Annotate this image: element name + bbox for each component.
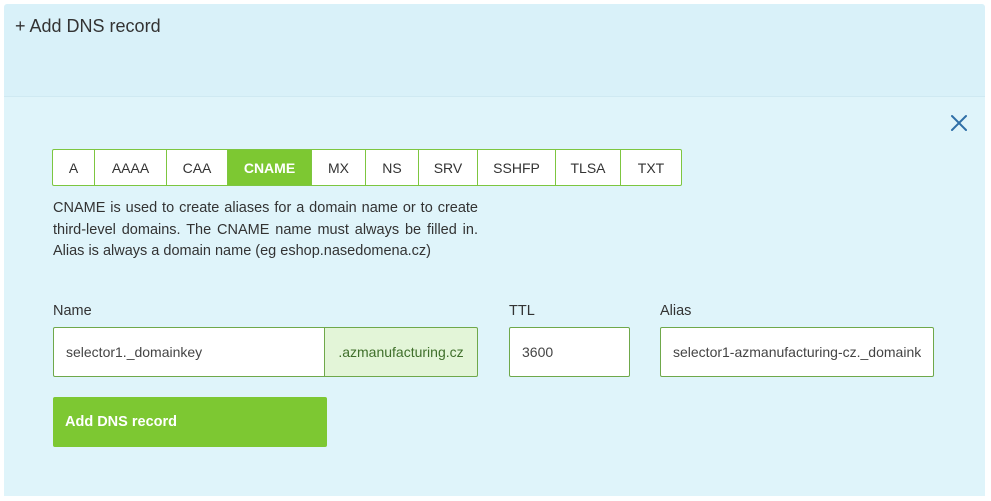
close-icon: [951, 115, 967, 131]
dns-record-form: A AAAA CAA CNAME MX NS SRV SSHFP TLSA TX…: [4, 96, 985, 496]
record-type-tabs: A AAAA CAA CNAME MX NS SRV SSHFP TLSA TX…: [52, 149, 682, 186]
alias-input[interactable]: [660, 327, 934, 377]
ttl-label: TTL: [509, 303, 535, 319]
tab-aaaa[interactable]: AAAA: [95, 150, 167, 185]
tab-srv[interactable]: SRV: [419, 150, 478, 185]
add-dns-record-button[interactable]: Add DNS record: [53, 397, 327, 447]
add-dns-record-panel: + Add DNS record A AAAA CAA CNAME MX NS …: [4, 4, 985, 496]
tab-sshfp[interactable]: SSHFP: [478, 150, 556, 185]
add-dns-record-toggle[interactable]: + Add DNS record: [15, 16, 161, 36]
tab-tlsa[interactable]: TLSA: [556, 150, 621, 185]
ttl-input[interactable]: [509, 327, 630, 377]
record-type-description: CNAME is used to create aliases for a do…: [53, 200, 478, 259]
tab-mx[interactable]: MX: [312, 150, 366, 185]
close-button[interactable]: [949, 113, 969, 133]
tab-caa[interactable]: CAA: [167, 150, 228, 185]
tab-txt[interactable]: TXT: [637, 159, 665, 176]
domain-suffix: .azmanufacturing.cz: [324, 327, 478, 377]
name-label: Name: [53, 303, 92, 319]
tab-ns[interactable]: NS: [366, 150, 419, 185]
alias-label: Alias: [660, 303, 692, 319]
name-input[interactable]: [53, 327, 325, 377]
tab-cname[interactable]: CNAME: [228, 150, 312, 185]
tab-a[interactable]: A: [53, 150, 95, 185]
